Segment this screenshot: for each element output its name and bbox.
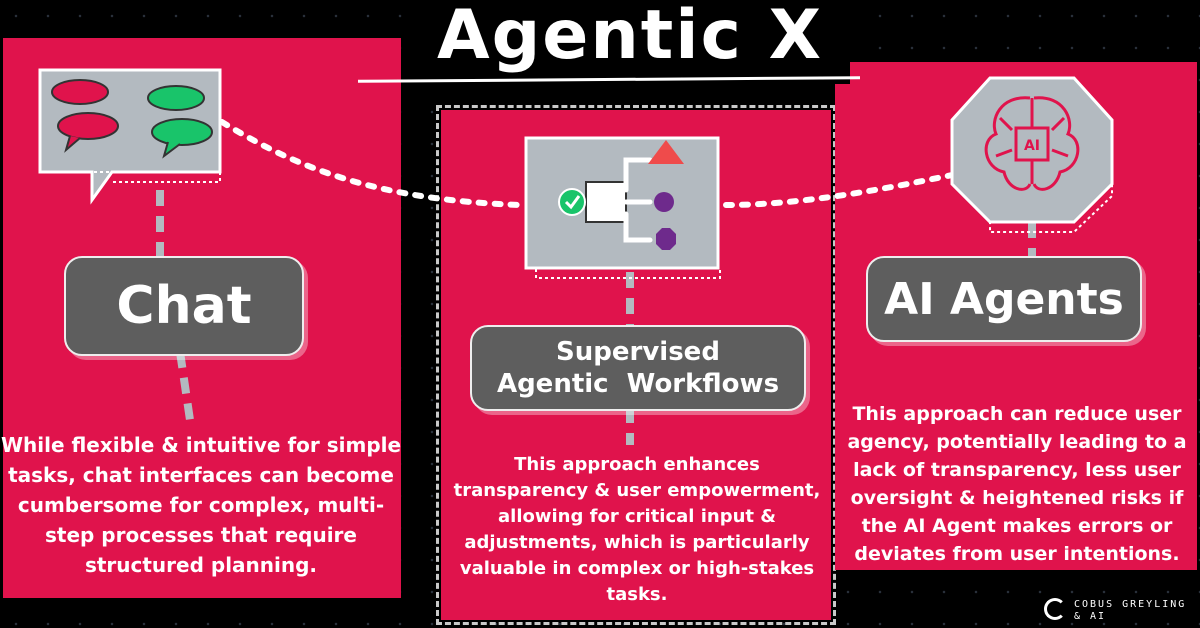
workflow-diagram-icon bbox=[524, 136, 721, 279]
ai-brain-icon: AI bbox=[950, 76, 1114, 233]
connector-chat-to-workflow bbox=[219, 119, 523, 208]
ai-agents-label-pill: AI Agents bbox=[866, 256, 1142, 342]
logo-line1: COBUS GREYLING bbox=[1074, 599, 1187, 610]
ai-chip-label: AI bbox=[1024, 138, 1040, 154]
page-title: Agentic X bbox=[435, 0, 824, 77]
cobus-greyling-logo: COBUS GREYLING & AI bbox=[1040, 594, 1200, 628]
supervised-label-line1: Supervised bbox=[556, 337, 720, 367]
ai-agents-description: This approach can reduce user agency, po… bbox=[847, 403, 1187, 565]
logo-mark-icon bbox=[1044, 598, 1066, 620]
chat-description: While flexible & intuitive for simple ta… bbox=[0, 433, 402, 577]
stem-chat-bottom bbox=[176, 351, 194, 421]
supervised-label-pill: Supervised Agentic Workflows bbox=[470, 325, 806, 411]
chat-label: Chat bbox=[116, 276, 252, 336]
title-backdrop bbox=[410, 0, 850, 84]
connector-workflow-to-agents bbox=[723, 172, 955, 208]
chat-bubbles-icon bbox=[38, 68, 222, 205]
supervised-description: This approach enhances transparency & us… bbox=[453, 454, 821, 605]
chat-label-pill: Chat bbox=[64, 256, 304, 356]
supervised-label-line2: Agentic Workflows bbox=[496, 369, 780, 399]
logo-line2: & AI bbox=[1074, 611, 1107, 622]
ai-agents-label: AI Agents bbox=[884, 273, 1124, 325]
